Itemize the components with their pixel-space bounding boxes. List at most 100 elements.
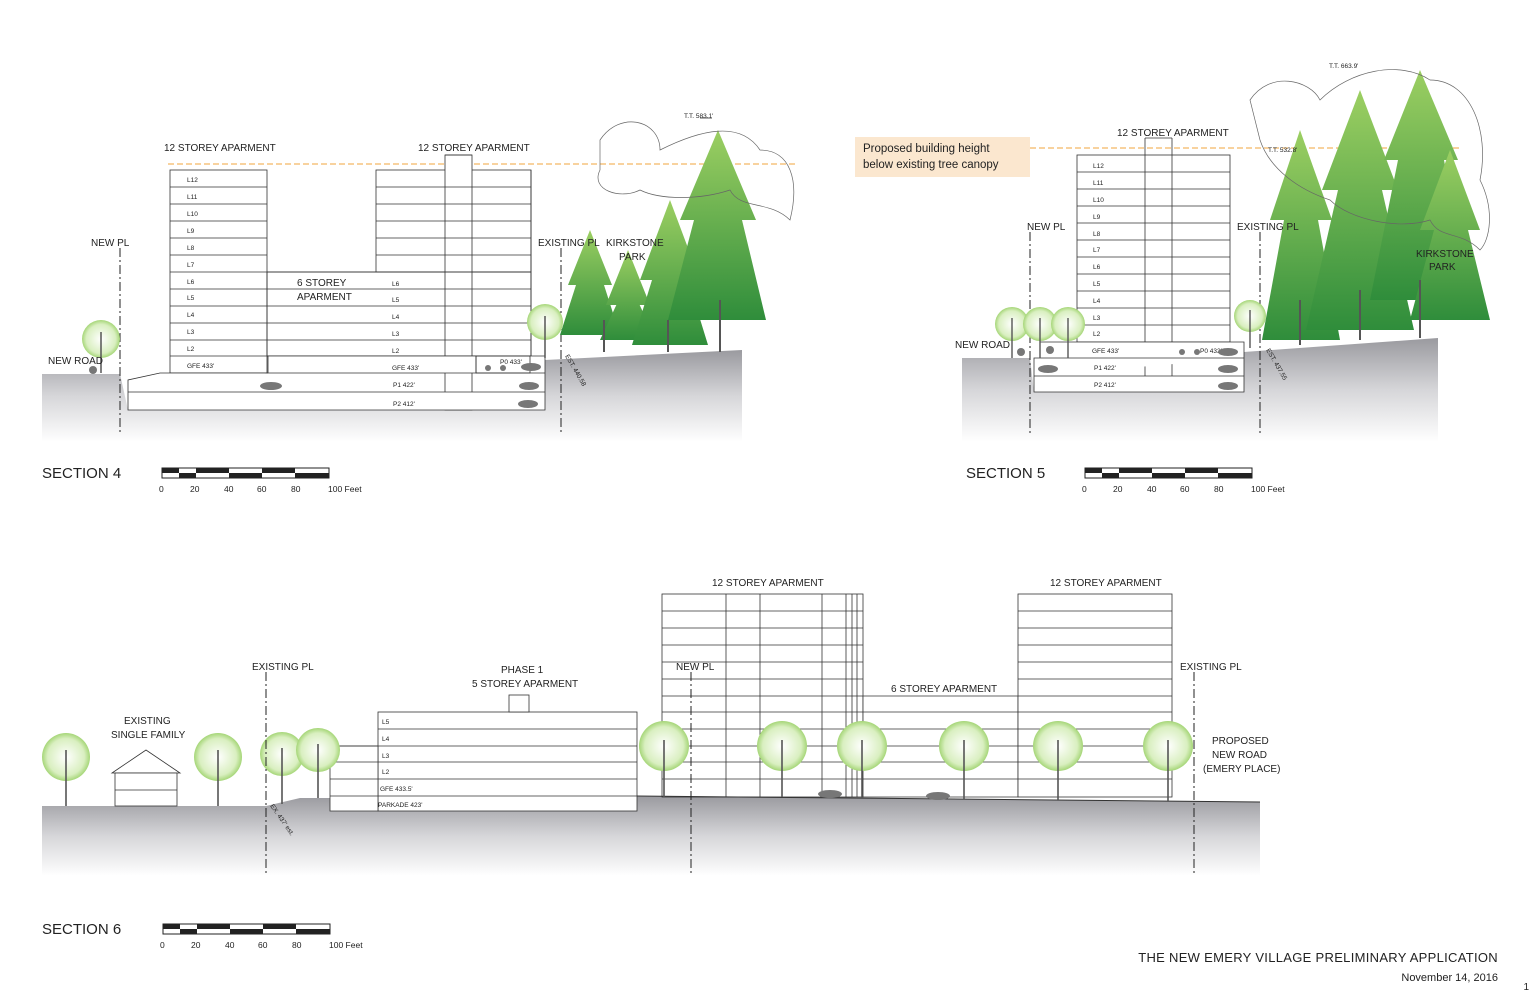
section-5: L12 L11 L10 L9 L8 L7 L6 L5 L4 L3 L2 GFE … [955, 63, 1490, 482]
svg-text:L6: L6 [1093, 264, 1101, 271]
svg-text:NEW PL: NEW PL [676, 662, 715, 673]
svg-text:NEW ROAD: NEW ROAD [955, 340, 1010, 351]
svg-text:40: 40 [225, 940, 235, 950]
svg-text:12 STOREY APARMENT: 12 STOREY APARMENT [1050, 578, 1162, 589]
svg-text:(EMERY PLACE): (EMERY PLACE) [1203, 764, 1280, 775]
section-6-single-family-house [110, 749, 182, 807]
svg-text:PARK: PARK [619, 252, 646, 263]
svg-text:6 STOREY APARMENT: 6 STOREY APARMENT [891, 684, 997, 695]
svg-text:NEW PL: NEW PL [91, 238, 130, 249]
svg-text:L6: L6 [392, 281, 400, 288]
svg-text:PROPOSED: PROPOSED [1212, 736, 1269, 747]
svg-text:60: 60 [258, 940, 268, 950]
section-4-left-tower [169, 169, 268, 374]
svg-text:100 Feet: 100 Feet [329, 940, 363, 950]
svg-text:L7: L7 [1093, 247, 1101, 254]
section-5-ground [962, 338, 1438, 442]
section-4-mid-block [127, 154, 546, 411]
section-4-right-tower [375, 154, 532, 411]
svg-text:12 STOREY APARMENT: 12 STOREY APARMENT [1117, 128, 1229, 139]
svg-text:APARMENT: APARMENT [297, 292, 352, 303]
section-4-left-floor-labels: L12 L11 L10 L9 L8 L7 L6 L5 L4 L3 L2 GFE … [187, 177, 214, 370]
svg-text:40: 40 [1147, 484, 1157, 494]
section-4-mid-floor-labels: L6 L5 L4 L3 L2 GFE 433' P1 422' P2 412' … [392, 281, 522, 408]
svg-text:L2: L2 [392, 348, 400, 355]
svg-text:L4: L4 [1093, 298, 1101, 305]
svg-text:L3: L3 [1093, 315, 1101, 322]
svg-text:GFE 433': GFE 433' [187, 363, 214, 370]
svg-text:EXISTING: EXISTING [124, 716, 171, 727]
svg-text:EXISTING PL: EXISTING PL [1180, 662, 1242, 673]
svg-text:20: 20 [191, 940, 201, 950]
callout-line-1: Proposed building height [863, 143, 990, 155]
svg-text:L3: L3 [392, 331, 400, 338]
svg-text:T.T. 663.9': T.T. 663.9' [1329, 63, 1358, 70]
svg-text:L2: L2 [187, 346, 195, 353]
section-5-tower [1033, 137, 1245, 393]
svg-text:L6: L6 [187, 279, 195, 286]
svg-text:GFE 433.5': GFE 433.5' [380, 786, 413, 793]
section-4: L12 L11 L10 L9 L8 L7 L6 L5 L4 L3 L2 GFE … [42, 113, 795, 482]
svg-text:L4: L4 [392, 314, 400, 321]
section-5-park-trees [1249, 69, 1490, 345]
sheet-title: THE NEW EMERY VILLAGE PRELIMINARY APPLIC… [1138, 950, 1498, 965]
svg-text:L11: L11 [187, 194, 198, 201]
svg-text:L3: L3 [187, 329, 195, 336]
scale-bar-section-4: 0 20 40 60 80 100 Feet [159, 467, 362, 494]
svg-text:PHASE 1: PHASE 1 [501, 665, 544, 676]
section-6: L5 L4 L3 L2 GFE 433.5' PARKADE 423' [42, 578, 1280, 938]
section-6-ground [42, 796, 1260, 876]
svg-text:PARK: PARK [1429, 262, 1456, 273]
section-5-labels: 12 STOREY APARMENT NEW PL EXISTING PL KI… [955, 63, 1474, 382]
svg-text:80: 80 [1214, 484, 1224, 494]
svg-text:L2: L2 [382, 769, 390, 776]
svg-text:0: 0 [159, 484, 164, 494]
svg-text:L5: L5 [187, 295, 195, 302]
section-4-title: SECTION 4 [42, 465, 121, 482]
svg-text:0: 0 [1082, 484, 1087, 494]
svg-text:EXISTING PL: EXISTING PL [1237, 222, 1299, 233]
svg-text:NEW PL: NEW PL [1027, 222, 1066, 233]
svg-text:KIRKSTONE: KIRKSTONE [606, 238, 664, 249]
svg-text:100 Feet: 100 Feet [1251, 484, 1285, 494]
section-6-phase1-floor-labels: L5 L4 L3 L2 GFE 433.5' PARKADE 423' [378, 719, 422, 809]
svg-text:NEW ROAD: NEW ROAD [1212, 750, 1267, 761]
svg-text:L10: L10 [1093, 197, 1104, 204]
svg-text:L12: L12 [1093, 163, 1104, 170]
svg-text:12 STOREY APARMENT: 12 STOREY APARMENT [164, 143, 276, 154]
svg-text:P0 433': P0 433' [500, 359, 522, 366]
svg-text:L12: L12 [187, 177, 198, 184]
svg-text:L4: L4 [187, 312, 195, 319]
svg-text:0: 0 [160, 940, 165, 950]
svg-text:P1 422': P1 422' [393, 382, 415, 389]
svg-text:P0 433': P0 433' [1200, 348, 1222, 355]
svg-text:P2 412': P2 412' [393, 401, 415, 408]
svg-text:SINGLE FAMILY: SINGLE FAMILY [111, 730, 186, 741]
section-4-parked-cars [89, 363, 541, 408]
svg-text:60: 60 [1180, 484, 1190, 494]
svg-text:12 STOREY APARMENT: 12 STOREY APARMENT [418, 143, 530, 154]
svg-text:L8: L8 [187, 245, 195, 252]
svg-text:L5: L5 [382, 719, 390, 726]
svg-text:L3: L3 [382, 753, 390, 760]
svg-text:L8: L8 [1093, 231, 1101, 238]
svg-text:GFE 433': GFE 433' [392, 365, 419, 372]
svg-text:L9: L9 [1093, 214, 1101, 221]
svg-text:L11: L11 [1093, 180, 1104, 187]
svg-text:EXISTING PL: EXISTING PL [538, 238, 600, 249]
svg-text:P1 422': P1 422' [1094, 365, 1116, 372]
svg-text:L5: L5 [392, 297, 400, 304]
svg-text:GFE 433': GFE 433' [1092, 348, 1119, 355]
scale-bar-section-5: 0 20 40 60 80 100 Feet [1082, 467, 1285, 494]
svg-text:L4: L4 [382, 736, 390, 743]
svg-text:L9: L9 [187, 228, 195, 235]
section-6-phase1-building [329, 694, 638, 812]
svg-text:6 STOREY: 6 STOREY [297, 278, 347, 289]
svg-text:L2: L2 [1093, 331, 1101, 338]
svg-text:T.T. 532.8': T.T. 532.8' [1268, 147, 1297, 154]
section-6-title: SECTION 6 [42, 921, 121, 938]
svg-text:5 STOREY APARMENT: 5 STOREY APARMENT [472, 679, 578, 690]
svg-text:EXISTING PL: EXISTING PL [252, 662, 314, 673]
section-4-ground [42, 350, 742, 442]
